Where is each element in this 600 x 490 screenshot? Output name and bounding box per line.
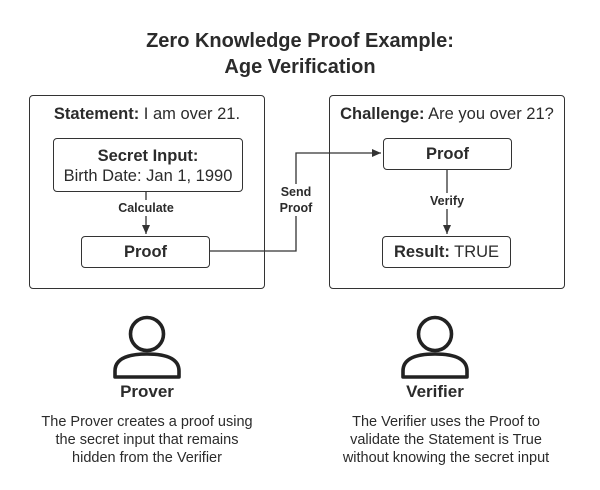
challenge-label: Challenge:	[340, 105, 425, 123]
secret-input-title: Secret Input:	[97, 147, 199, 165]
verifier-desc-line-2: validate the Statement is True	[350, 432, 542, 448]
prover-desc-line-3: hidden from the Verifier	[72, 450, 222, 466]
prover-proof-label: Proof	[123, 242, 168, 261]
result-value: TRUE	[449, 242, 500, 261]
person-icon	[113, 315, 181, 379]
verifier-proof-label: Proof	[425, 144, 470, 163]
result-box: Result: TRUE	[382, 236, 511, 268]
statement-heading: Statement: I am over 21.	[30, 105, 264, 124]
statement-text: I am over 21.	[139, 105, 241, 123]
prover-desc-line-2: the secret input that remains	[55, 432, 239, 448]
prover-proof-box: Proof	[81, 236, 210, 268]
calculate-label: Calculate	[112, 200, 180, 216]
verify-label: Verify	[425, 193, 469, 209]
title-line-2: Age Verification	[224, 56, 376, 78]
prover-description: The Prover creates a proof using the sec…	[20, 413, 274, 467]
verifier-desc-line-1: The Verifier uses the Proof to	[352, 414, 540, 430]
challenge-text: Are you over 21?	[424, 105, 554, 123]
challenge-heading: Challenge: Are you over 21?	[330, 105, 564, 124]
send-proof-label: Send Proof	[275, 184, 317, 216]
verifier-name: Verifier	[406, 382, 464, 401]
result-label: Result:	[393, 242, 450, 261]
prover-desc-line-1: The Prover creates a proof using	[41, 414, 253, 430]
verifier-desc-line-3: without knowing the secret input	[342, 450, 550, 466]
person-icon	[401, 315, 469, 379]
statement-label: Statement:	[53, 105, 140, 123]
secret-input-value: Birth Date: Jan 1, 1990	[63, 167, 233, 185]
title-line-1: Zero Knowledge Proof Example:	[146, 30, 454, 52]
prover-name: Prover	[120, 382, 174, 401]
diagram-title: Zero Knowledge Proof Example: Age Verifi…	[0, 28, 600, 80]
send-proof-line-1: Send	[280, 185, 312, 199]
send-proof-line-2: Proof	[279, 201, 313, 215]
verifier-description: The Verifier uses the Proof to validate …	[316, 413, 576, 467]
verifier-proof-box: Proof	[383, 138, 512, 170]
secret-input-box: Secret Input: Birth Date: Jan 1, 1990	[53, 138, 243, 192]
